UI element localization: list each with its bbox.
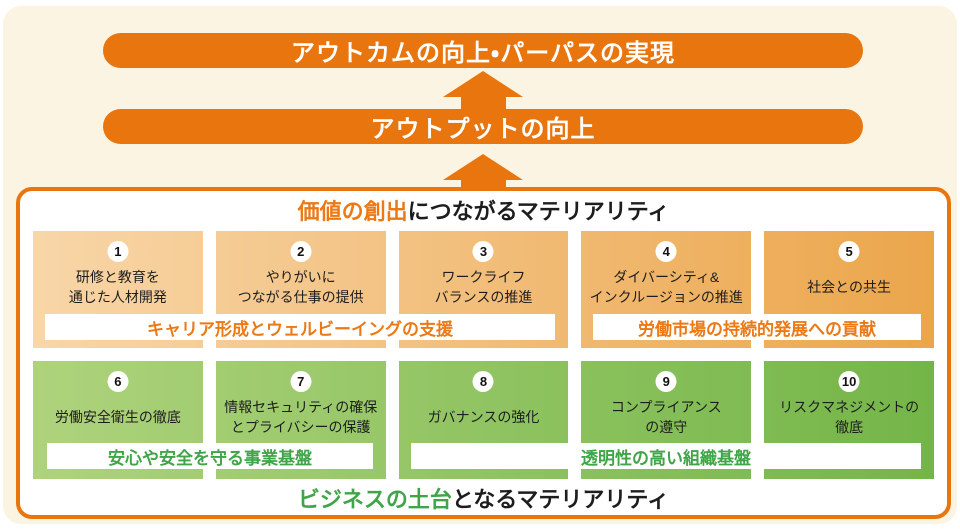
banner-output: アウトプットの向上	[103, 109, 863, 144]
base-title-highlight: ビジネスの土台	[297, 487, 452, 512]
value-title-highlight: 価値の創出	[297, 199, 408, 224]
base-section-title: ビジネスの土台となるマテリアリティ	[20, 487, 947, 513]
card-number-badge: 10	[838, 371, 860, 392]
group-label-transparency-foundation: 透明性の高い組織基盤	[411, 443, 921, 469]
card-title: ワークライフ バランスの推進	[434, 269, 533, 305]
card-number-badge: 6	[107, 371, 129, 392]
card-number-badge: 3	[472, 241, 494, 262]
up-arrow-head	[443, 154, 523, 180]
banner-outcome: アウトカムの向上・パーパスの実現	[103, 33, 863, 68]
up-arrow-head	[443, 71, 523, 97]
card-number-badge: 2	[290, 241, 312, 262]
diagram-background: アウトカムの向上・パーパスの実現 アウトプットの向上 価値の創出につながるマテリ…	[3, 6, 957, 524]
card-number-badge: 1	[107, 241, 129, 262]
base-title-rest: となるマテリアリティ	[451, 487, 670, 512]
card-title: リスクマネジメントの 徹底	[779, 399, 920, 435]
group-label-career-wellbeing: キャリア形成とウェルビーイングの支援	[45, 314, 555, 340]
card-number-badge: 5	[838, 241, 860, 262]
value-section-title: 価値の創出につながるマテリアリティ	[20, 199, 947, 225]
materiality-box: 価値の創出につながるマテリアリティ 1 研修と教育を 通じた人材開発 2 やりが…	[16, 187, 951, 519]
value-card-row: 1 研修と教育を 通じた人材開発 2 やりがいに つながる仕事の提供 3	[33, 231, 934, 348]
card-title: コンプライアンス の遵守	[610, 399, 722, 435]
banner-output-label: アウトプットの向上	[370, 116, 596, 143]
card-title: 情報セキュリティの確保 とプライバシーの保護	[224, 399, 378, 435]
card-title: ガバナンスの強化	[427, 409, 540, 425]
base-card-row: 6 労働安全衛生の徹底 7 情報セキュリティの確保 とプライバシーの保護 8 ガ…	[33, 361, 934, 479]
up-arrow-stem	[460, 97, 506, 110]
card-title: ダイバーシティ& インクルージョンの推進	[589, 269, 743, 305]
group-label-safety-foundation: 安心や安全を守る事業基盤	[47, 443, 373, 469]
card-title: 労働安全衛生の徹底	[54, 409, 181, 425]
card-number-badge: 9	[655, 371, 677, 392]
up-arrow-icon	[443, 71, 523, 110]
card-title: 研修と教育を 通じた人材開発	[68, 269, 167, 305]
card-title: やりがいに つながる仕事の提供	[237, 269, 364, 305]
card-number-badge: 8	[472, 371, 494, 392]
card-title: 社会との共生	[807, 279, 892, 295]
group-label-labor-market: 労働市場の持続的発展への貢献	[593, 314, 921, 340]
card-number-badge: 4	[655, 241, 677, 262]
banner-outcome-label: アウトカムの向上・パーパスの実現	[291, 40, 675, 67]
card-number-badge: 7	[290, 371, 312, 392]
value-title-rest: につながるマテリアリティ	[407, 199, 670, 224]
